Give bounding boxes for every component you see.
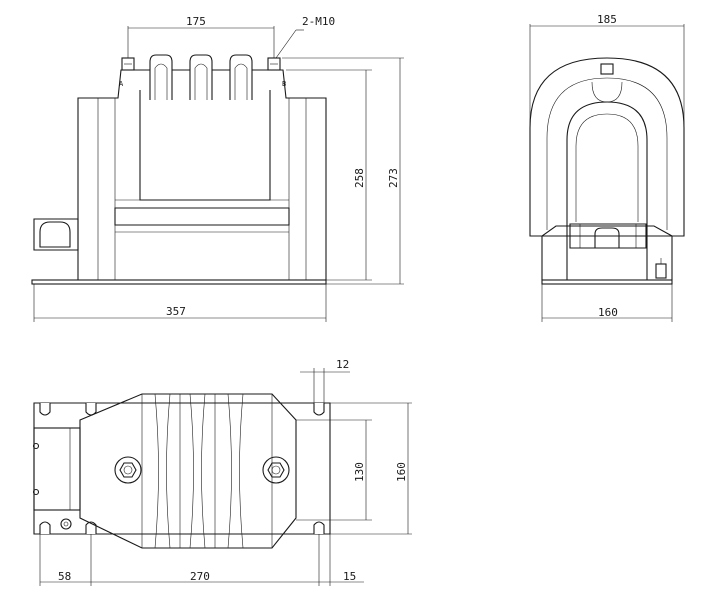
svg-text:258: 258 — [353, 168, 366, 188]
front-view: A B 175 2-M10 258 — [31, 15, 404, 322]
side-view: 185 160 — [529, 13, 685, 322]
dim-side-top-width: 185 — [529, 13, 685, 128]
svg-text:160: 160 — [598, 306, 618, 319]
front-left-boss — [33, 218, 79, 251]
svg-text:12: 12 — [336, 358, 349, 371]
bottom-bolt-right — [262, 456, 290, 484]
svg-text:130: 130 — [353, 462, 366, 482]
dim-right-offset: 15 — [319, 534, 364, 586]
dim-terminal-spacing: 175 — [127, 15, 275, 58]
side-outer-arch — [529, 57, 685, 237]
svg-text:357: 357 — [166, 305, 186, 318]
bottom-center-body — [79, 393, 297, 549]
bottom-small-nut — [60, 518, 72, 530]
dim-height-outer: 273 — [282, 57, 404, 285]
svg-text:15: 15 — [343, 570, 356, 583]
dim-mount-spacing: 270 — [91, 534, 320, 586]
svg-text:2-M10: 2-M10 — [302, 15, 335, 28]
side-base-plate — [541, 279, 673, 285]
bottom-plate — [33, 402, 331, 535]
dim-outer-height: 160 — [330, 402, 412, 535]
side-ground-bolt — [655, 263, 667, 279]
bottom-bolt-left — [114, 456, 142, 484]
svg-text:270: 270 — [190, 570, 210, 583]
svg-text:273: 273 — [387, 168, 400, 188]
front-top-ribs — [149, 54, 253, 100]
side-window — [569, 223, 647, 249]
dim-length: 357 — [33, 284, 327, 322]
terminal-a: A — [119, 57, 135, 88]
terminal-b-label: B — [282, 80, 286, 88]
bottom-mount-slots — [39, 403, 325, 534]
bottom-left-box — [33, 427, 81, 511]
dim-height-inner: 258 — [286, 69, 372, 281]
dim-inner-height: 130 — [296, 419, 372, 521]
svg-text:185: 185 — [597, 13, 617, 26]
front-base-plate — [31, 279, 327, 285]
thread-note: 2-M10 — [275, 15, 335, 59]
svg-text:58: 58 — [58, 570, 71, 583]
dim-slot-width: 12 — [300, 358, 350, 403]
dim-side-base-width: 160 — [541, 284, 673, 322]
dim-left-offset: 58 — [39, 534, 92, 586]
side-top-nut — [600, 63, 614, 75]
front-core-band — [114, 207, 290, 226]
bottom-ribs — [141, 393, 273, 549]
svg-text:160: 160 — [395, 462, 408, 482]
side-base-block — [541, 225, 673, 280]
front-window — [139, 90, 271, 201]
terminal-a-label: A — [119, 80, 124, 88]
svg-text:175: 175 — [186, 15, 206, 28]
bottom-view: 12 130 160 58 270 — [32, 358, 412, 586]
